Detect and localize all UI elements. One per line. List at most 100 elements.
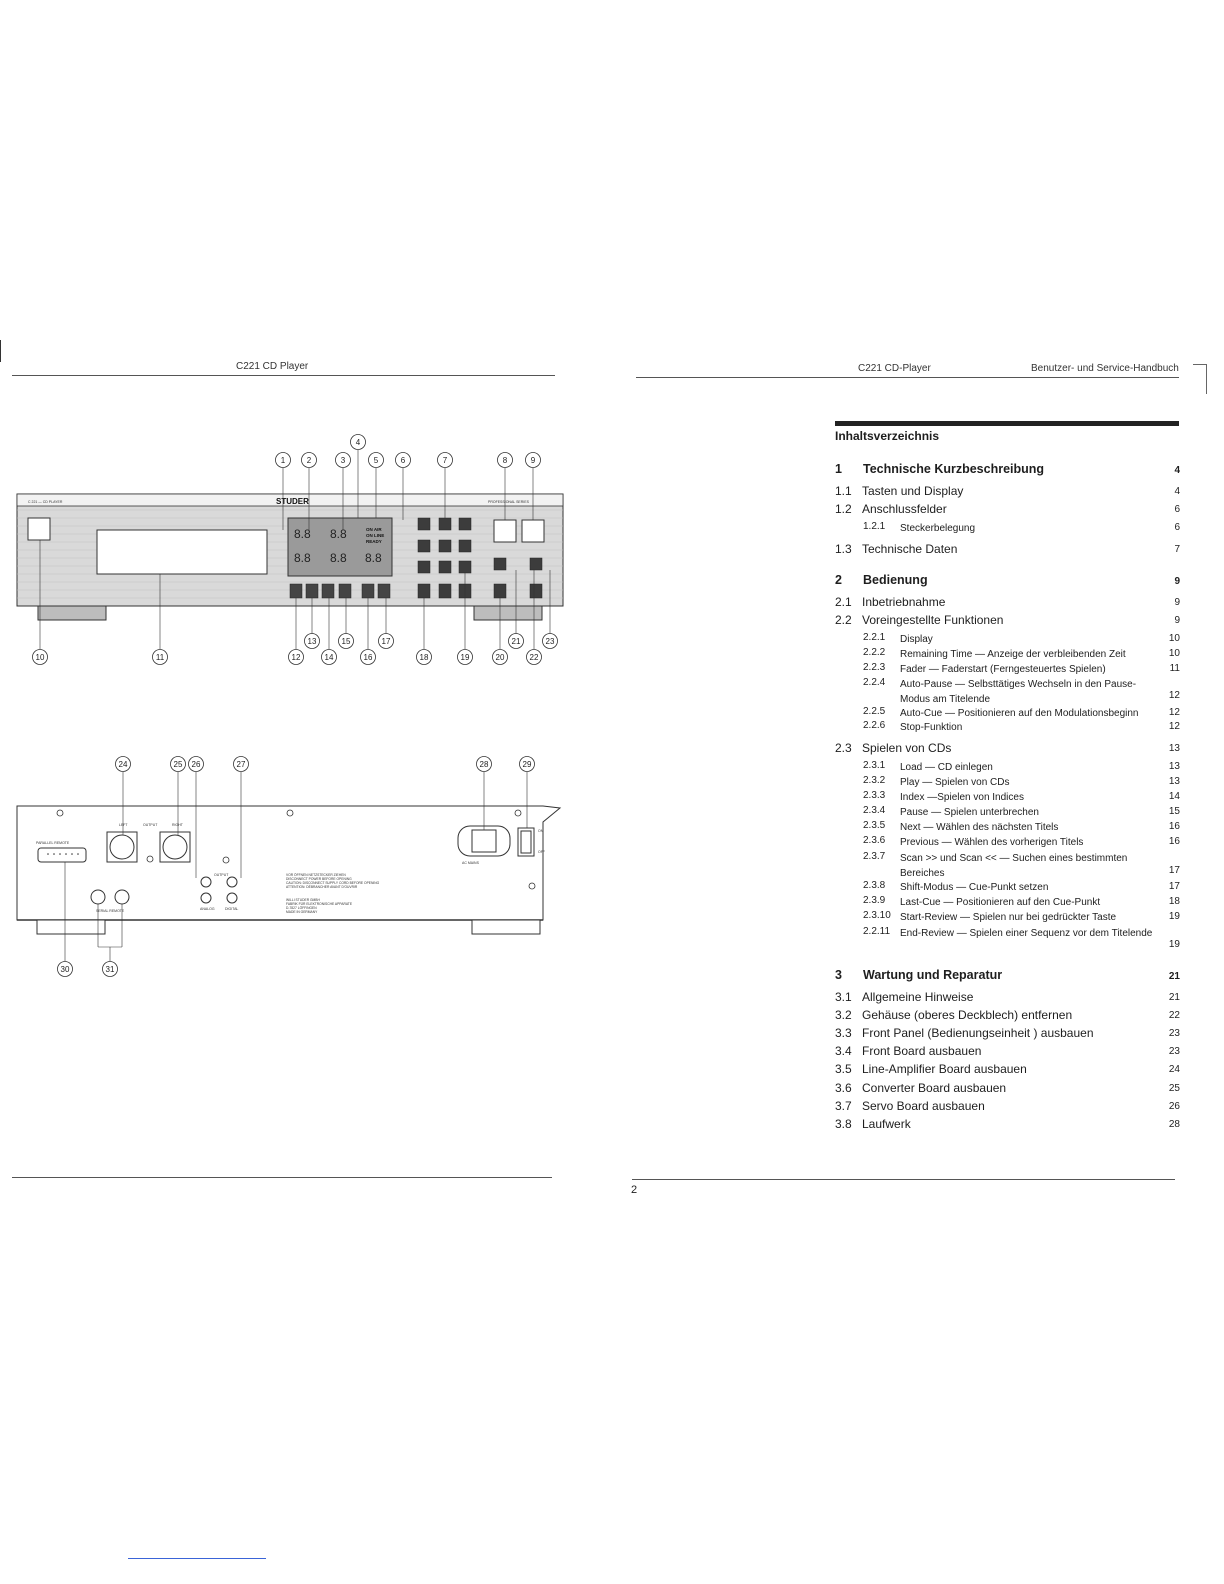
toc-entry-page: 23 [1168, 1028, 1180, 1039]
toc-entry-title: Shift-Modus — Cue-Punkt setzen [900, 882, 1049, 893]
toc-entry-title: End-Review — Spielen einer Sequenz vor d… [900, 928, 1153, 939]
callout-15: 15 [342, 637, 351, 646]
toc-entry-number: 2.2.2 [863, 647, 886, 658]
callout-25: 25 [174, 760, 183, 769]
toc-entry-number: 2.3 [835, 741, 852, 755]
left-footer-rule [12, 1177, 552, 1178]
toc-entry-title: Gehäuse (oberes Deckblech) entfernen [862, 1008, 1073, 1022]
toc-entry-page: 13 [1168, 743, 1180, 754]
display-digit-5: 8.8 [365, 551, 382, 565]
front-foot-left [37, 605, 107, 621]
toc-entry-page: 6 [1174, 504, 1180, 515]
front-model-label: C 221 — CD PLAYER [28, 500, 63, 504]
toc-entry-title: Fader — Faderstart (Ferngesteuertes Spie… [900, 664, 1106, 675]
status-ready: READY [366, 539, 382, 544]
toc-entry-page: 9 [1174, 576, 1180, 587]
front-button-8 [493, 519, 517, 543]
toc-entry-title: Start-Review — Spielen nur bei gedrückte… [900, 912, 1117, 923]
toc-entry-page: 23 [1168, 1046, 1180, 1057]
toc-entry-number: 2.2.6 [863, 720, 886, 731]
toc-entry-page: 28 [1168, 1119, 1180, 1130]
digital-jack [226, 876, 238, 888]
toc-entry-title: Auto-Cue — Positionieren auf den Modulat… [900, 708, 1139, 719]
toc-entry-page: 16 [1168, 836, 1180, 847]
toc-entry-number: 2.3.5 [863, 820, 886, 831]
cd-drawer [96, 529, 268, 575]
toc-entry-title: Technische Daten [862, 542, 958, 556]
front-key-13 [305, 583, 319, 599]
callout-3: 3 [341, 456, 346, 465]
front-button-22 [529, 557, 543, 571]
toc-entry-number: 3.7 [835, 1099, 852, 1113]
front-key-14 [321, 583, 335, 599]
toc-entry-page: 13 [1168, 761, 1180, 772]
rear-foot-right [471, 919, 541, 935]
toc-entry-title: Index —Spielen von Indices [900, 792, 1024, 803]
rear-foot-left [36, 919, 106, 935]
toc-entry-page: 9 [1174, 597, 1180, 608]
callout-20: 20 [496, 653, 505, 662]
toc-entry-number: 3.2 [835, 1008, 852, 1022]
maker-line-4: MADE IN GERMANY [286, 910, 318, 914]
warning-line-3: CAUTION: DISCONNECT SUPPLY CORD BEFORE O… [286, 881, 380, 885]
serial-remote-jack-2 [114, 889, 130, 905]
toc-title: Inhaltsverzeichnis [835, 429, 940, 443]
left-page-edge-mark [0, 340, 1, 362]
callout-28: 28 [480, 760, 489, 769]
callout-23: 23 [546, 637, 555, 646]
toc-entry-page: 25 [1168, 1083, 1180, 1094]
maker-line-3: D-7827 LÖFFINGEN [286, 906, 317, 910]
front-panel-diagram: C 221 — CD PLAYER STUDER PROFESSIONAL SE… [16, 434, 564, 665]
front-button-20 [493, 557, 507, 571]
analog-jack [200, 876, 212, 888]
toc-entry-title: Auto-Pause — Selbsttätiges Wechseln in d… [900, 679, 1137, 705]
toc-entry-number: 1.2.1 [863, 521, 886, 532]
toc-entry-title: Spielen von CDs [862, 741, 952, 755]
status-on-air: ON AIR [366, 527, 382, 532]
callout-11: 11 [156, 653, 165, 662]
toc-entry-page: 15 [1168, 806, 1180, 817]
toc-entry-number: 2.2.4 [863, 677, 886, 688]
power-switch [27, 517, 51, 541]
output-small-label: OUTPUT [214, 873, 229, 877]
display-digit-2: 8.8 [330, 527, 347, 541]
callout-2: 2 [307, 456, 312, 465]
toc-entry-number: 1 [835, 462, 842, 476]
right-edge-mark-v [1206, 364, 1207, 394]
output-left-label: LEFT [119, 823, 128, 827]
toc-entry-title: Pause — Spielen unterbrechen [900, 807, 1039, 818]
callout-7: 7 [443, 456, 448, 465]
callout-16: 16 [364, 653, 373, 662]
bottom-blue-mark [128, 1558, 266, 1559]
toc-entry-page: 12 [1168, 721, 1180, 732]
toc-entry-number: 1.1 [835, 484, 852, 498]
callout-17: 17 [382, 637, 391, 646]
toc-entry-number: 3 [835, 968, 842, 982]
page-number: 2 [631, 1184, 638, 1196]
toc-entry-page: 11 [1169, 663, 1180, 674]
toc-entry-page: 17 [1168, 881, 1180, 892]
callout-27: 27 [237, 760, 246, 769]
off-label: OFF [538, 850, 545, 854]
toc-entry-page: 4 [1174, 486, 1180, 497]
front-button-20b [493, 583, 507, 599]
output-main-label: OUTPUT [143, 823, 158, 827]
toc-entry-number: 2 [835, 573, 842, 587]
front-keypad [417, 517, 472, 599]
toc-entry-title: Converter Board ausbauen [862, 1081, 1007, 1095]
front-key-17 [377, 583, 391, 599]
callout-10: 10 [36, 653, 45, 662]
callout-19: 19 [461, 653, 470, 662]
toc-entry-title: Next — Wählen des nächsten Titels [900, 822, 1059, 833]
toc-entry-title: Play — Spielen von CDs [900, 777, 1010, 788]
front-button-23 [529, 583, 543, 599]
toc-entry-page: 22 [1168, 1010, 1180, 1021]
callout-5: 5 [374, 456, 379, 465]
callout-21: 21 [512, 637, 521, 646]
right-page-header-left: C221 CD-Player [858, 363, 931, 374]
right-edge-mark [1193, 364, 1207, 365]
toc-entry-page: 12 [1168, 690, 1180, 701]
toc-entry-page: 21 [1168, 971, 1180, 982]
toc-entry-page: 4 [1174, 465, 1180, 476]
toc-entry-page: 24 [1168, 1064, 1180, 1075]
